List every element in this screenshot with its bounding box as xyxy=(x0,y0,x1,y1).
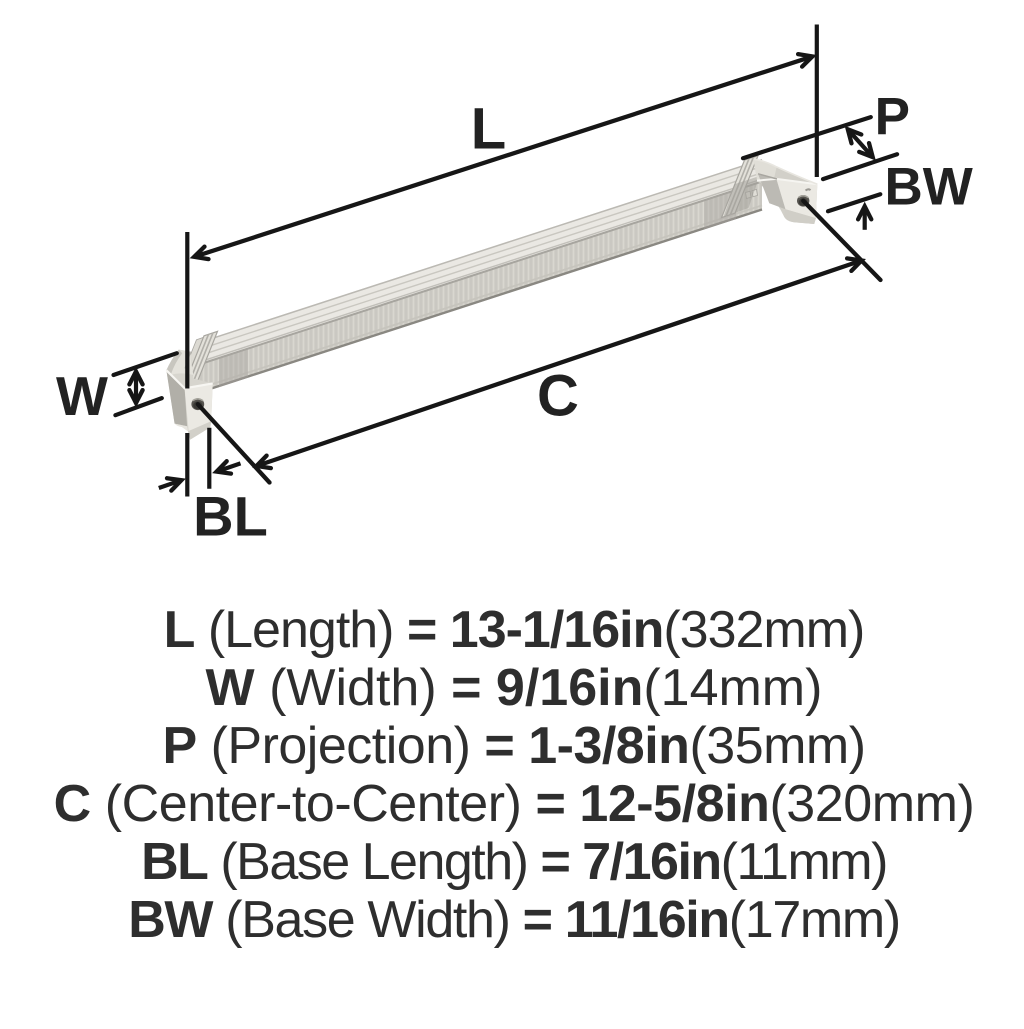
svg-text:BW (Base Width) = 11/16in(17mm: BW (Base Width) = 11/16in(17mm) xyxy=(128,891,900,949)
svg-text:W: W xyxy=(56,365,108,427)
svg-text:P: P xyxy=(875,88,910,147)
svg-text:W (Width) = 9/16in(14mm): W (Width) = 9/16in(14mm) xyxy=(206,659,823,717)
svg-text:BL (Base Length) = 7/16in(11mm: BL (Base Length) = 7/16in(11mm) xyxy=(141,833,887,891)
svg-text:BL: BL xyxy=(193,484,268,547)
svg-text:L: L xyxy=(471,97,506,162)
svg-text:C: C xyxy=(537,364,579,429)
svg-text:C (Center-to-Center) = 12-5/8i: C (Center-to-Center) = 12-5/8in(320mm) xyxy=(54,775,975,833)
svg-text:L (Length) = 13-1/16in(332mm): L (Length) = 13-1/16in(332mm) xyxy=(164,601,865,659)
svg-text:BW: BW xyxy=(884,157,972,216)
svg-text:P (Projection) = 1-3/8in(35mm): P (Projection) = 1-3/8in(35mm) xyxy=(162,717,865,775)
